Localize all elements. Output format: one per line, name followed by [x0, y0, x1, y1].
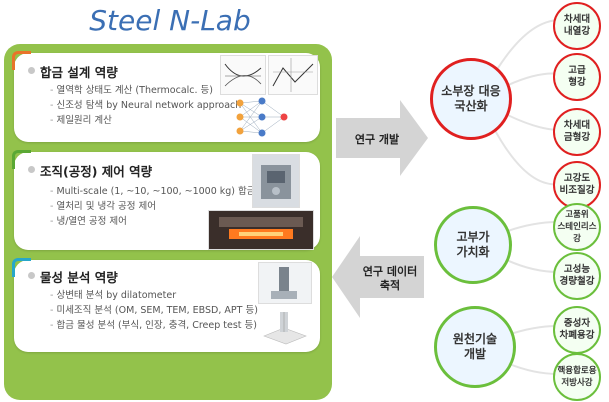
card-bullet: 제일원리 계산: [50, 113, 241, 128]
goal-localization: 소부장 대응 국산화: [430, 58, 512, 140]
electron-microscope-photo: [258, 262, 312, 304]
property-analysis-card: 물성 분석 역량 상변태 분석 by dilatometer 미세조직 분석 (…: [14, 260, 320, 352]
product-section-steel: 고급 형강: [553, 53, 601, 101]
card-bullet: 신조성 탐색 by Neural network approach: [50, 98, 241, 113]
phase-diagram-image: [220, 55, 266, 95]
product-stainless-steel: 고품위 스테인리스강: [553, 203, 601, 251]
phase-diagram-image: [268, 55, 318, 95]
data-feedback-label: 연구 데이터 축적: [352, 265, 428, 293]
product-fusion-low-activation-steel: 핵융합로용 저방사강: [553, 353, 601, 401]
product-lightweight-steel: 고성능 경량철강: [553, 252, 601, 300]
card-heading: 조직(공정) 제어 역량: [40, 161, 152, 180]
card-bullet: 미세조직 분석 (OM, SEM, TEM, EBSD, APT 등): [50, 303, 258, 318]
bullet-dot: [28, 67, 35, 74]
product-non-heat-treated-steel: 고강도 비조질강: [553, 161, 601, 209]
neural-network-icon: [232, 95, 292, 139]
melting-furnace-photo: [252, 154, 300, 208]
goal-high-value: 고부가 가치화: [434, 206, 512, 284]
lab-title: Steel N-Lab: [75, 4, 265, 37]
alloy-design-card: 합금 설계 역량 열역학 상태도 계산 (Thermocalc. 등) 신조성 …: [14, 53, 320, 142]
card-bullet: 상변태 분석 by dilatometer: [50, 288, 258, 303]
card-heading: 물성 분석 역량: [40, 267, 118, 286]
card-bullet: 열역학 상태도 계산 (Thermocalc. 등): [50, 83, 241, 98]
tensile-specimen-image: [254, 308, 314, 348]
microstructure-control-card: 조직(공정) 제어 역량 Multi-scale (1, ~10, ~100, …: [14, 152, 320, 250]
product-mold-steel: 차세대 금형강: [553, 108, 601, 156]
product-heat-resistant-steel: 차세대 내열강: [553, 2, 601, 50]
product-neutron-shielding-steel: 중성자 차폐용강: [553, 306, 601, 354]
research-dev-label: 연구 개발: [345, 131, 409, 147]
card-heading: 합금 설계 역량: [40, 62, 118, 81]
hot-rolling-photo: [208, 210, 314, 250]
goal-core-tech: 원천기술 개발: [434, 306, 516, 388]
card-bullet: Multi-scale (1, ~10, ~100, ~1000 kg) 합금 …: [50, 184, 276, 199]
bullet-dot: [28, 166, 35, 173]
bullet-dot: [28, 272, 35, 279]
card-bullet: 합금 물성 분석 (부식, 인장, 충격, Creep test 등): [50, 318, 258, 333]
